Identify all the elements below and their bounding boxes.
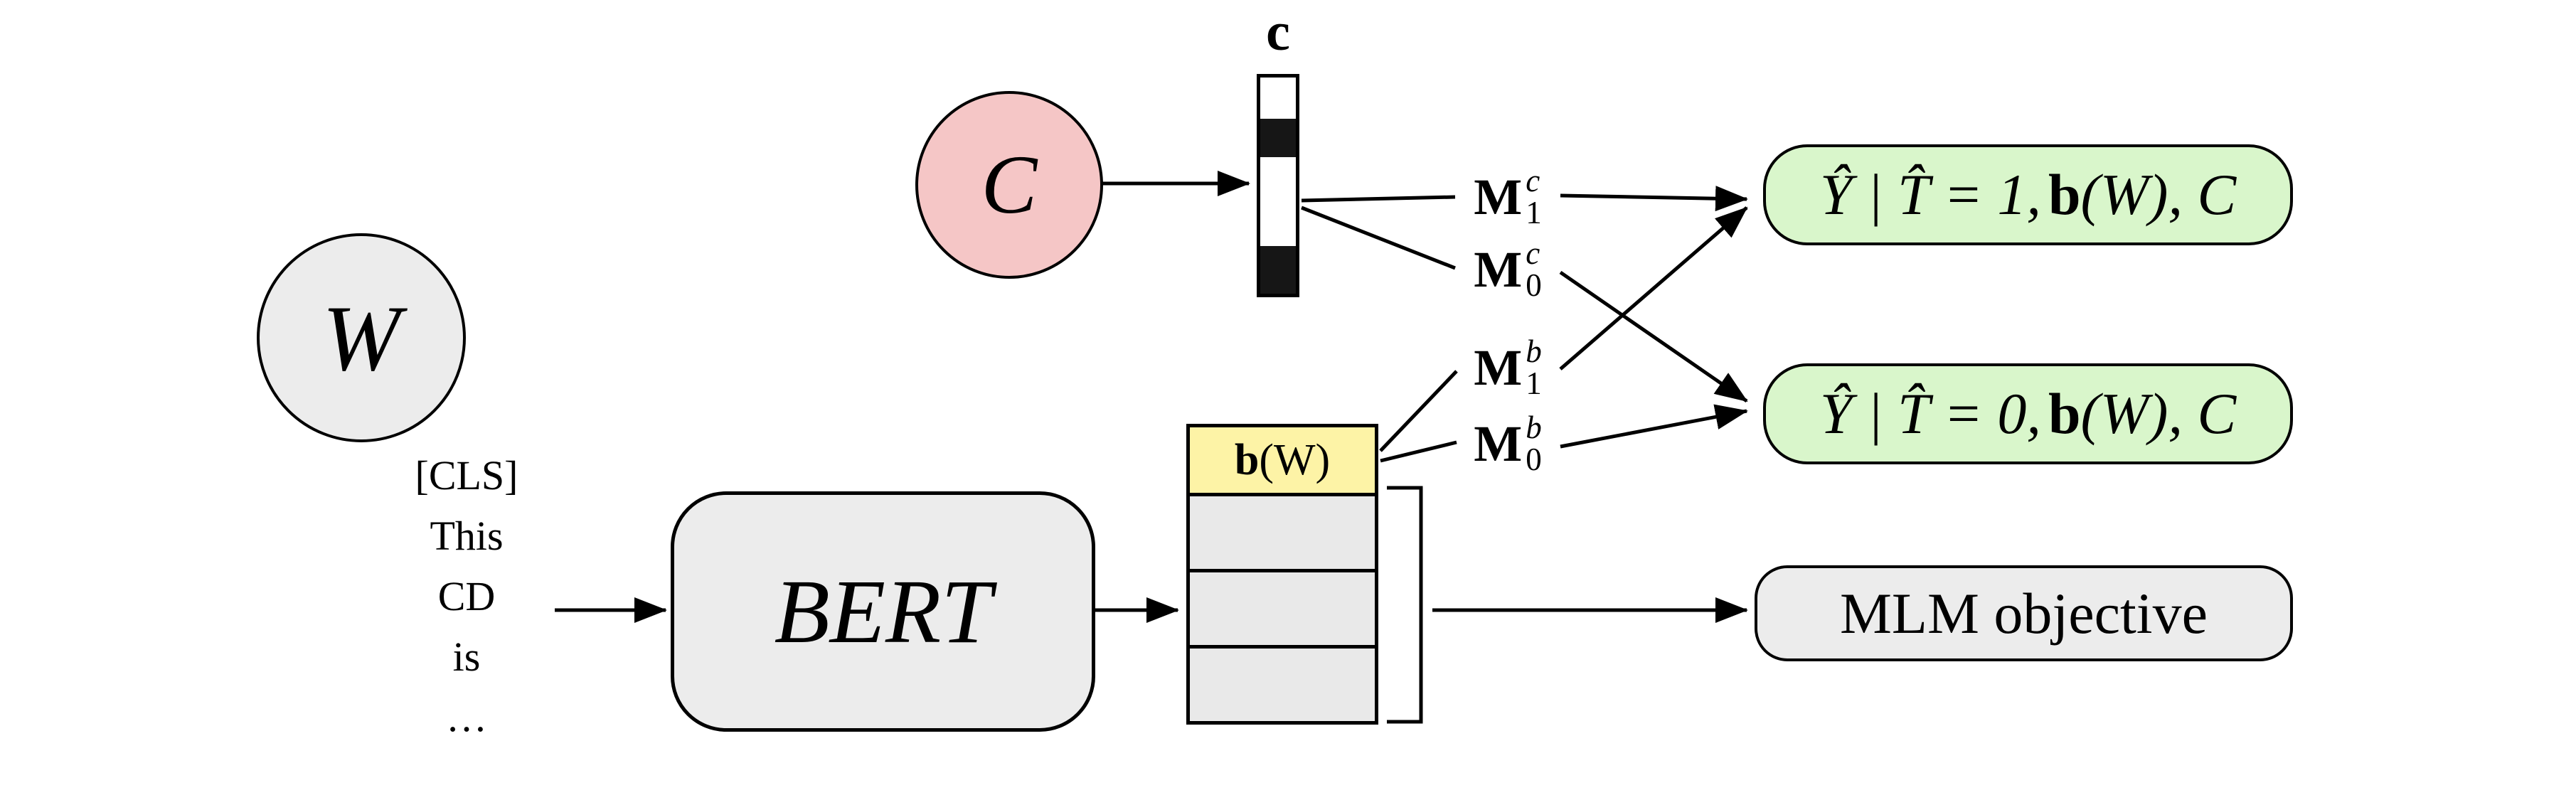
matrix-label-scripts: b 0	[1526, 412, 1542, 476]
outcome-box-t1: Ŷ | T̂ = 1,b(W), C	[1763, 144, 2293, 245]
matrix-label-base: M	[1474, 168, 1523, 225]
c-vector-segment	[1260, 118, 1296, 158]
outcome-box-t0: Ŷ | T̂ = 0,b(W), C	[1763, 363, 2293, 464]
arrow-mc0-to-outcome-t0	[1559, 270, 1748, 403]
outcome-t1-post: (W), C	[2080, 162, 2237, 227]
embedding-row	[1190, 496, 1375, 572]
embedding-row	[1190, 572, 1375, 649]
bert-box: BERT	[671, 491, 1095, 732]
c-vector-label: c	[1266, 2, 1290, 62]
token-ellipsis: …	[446, 694, 487, 740]
token-is: is	[452, 634, 481, 680]
arrow-mc1-to-outcome-t1	[1560, 186, 1748, 212]
matrix-label-base: M	[1474, 338, 1523, 396]
edge-bw-to-mb1	[1379, 370, 1458, 452]
matrix-label-scripts: b 1	[1526, 336, 1542, 400]
bw-label-rest: (W)	[1259, 435, 1331, 484]
bracket	[1387, 486, 1423, 724]
matrix-label-sub: 1	[1526, 366, 1542, 401]
outcome-t0-post: (W), C	[2080, 381, 2237, 446]
matrix-label-scripts: c 0	[1526, 238, 1542, 302]
matrix-label-sub: 0	[1526, 267, 1542, 303]
mlm-objective-label: MLM objective	[1840, 580, 2208, 646]
outcome-t1-pre: Ŷ | T̂ = 1,	[1819, 162, 2041, 227]
outcome-t0-pre: Ŷ | T̂ = 0,	[1819, 381, 2041, 446]
embedding-row	[1190, 649, 1375, 721]
matrix-label-sub: 0	[1526, 442, 1542, 477]
embedding-stack: b(W)	[1186, 424, 1378, 725]
w-node: W	[257, 233, 466, 442]
mlm-objective-box: MLM objective	[1755, 565, 2293, 661]
c-node-label: C	[981, 138, 1038, 231]
c-vector-segment	[1260, 246, 1296, 294]
edge-cvector-to-mc1	[1301, 195, 1456, 203]
c-vector-segment	[1260, 78, 1296, 119]
outcome-t0-bold-b: b	[2048, 381, 2081, 446]
token-list: [CLS] This CD is …	[363, 445, 570, 747]
matrix-label-scripts: c 1	[1526, 165, 1542, 229]
bw-embedding-cell: b(W)	[1190, 427, 1375, 496]
c-node: C	[915, 91, 1103, 279]
matrix-label-sup: c	[1526, 235, 1540, 271]
arrow-mb1-to-outcome-t1	[1559, 206, 1748, 370]
arrow-mb0-to-outcome-t0	[1560, 404, 1748, 449]
matrix-label-mb1: M b 1	[1474, 336, 1541, 400]
edge-cvector-to-mc0	[1301, 206, 1456, 270]
matrix-label-mc1: M c 1	[1474, 165, 1541, 229]
matrix-label-sup: b	[1526, 334, 1542, 369]
outcome-t1-bold-b: b	[2048, 162, 2081, 227]
w-node-label: W	[322, 285, 400, 390]
token-cls: [CLS]	[415, 452, 518, 498]
c-vector	[1257, 74, 1299, 297]
matrix-label-sup: b	[1526, 410, 1542, 445]
matrix-label-sup: c	[1526, 163, 1540, 198]
matrix-label-base: M	[1474, 415, 1523, 472]
bw-label-bold: b	[1234, 435, 1260, 484]
matrix-label-base: M	[1474, 240, 1523, 298]
edge-bw-to-mb0	[1380, 440, 1457, 463]
token-cd: CD	[437, 573, 496, 619]
matrix-label-sub: 1	[1526, 195, 1542, 230]
c-vector-segment	[1260, 157, 1296, 247]
matrix-label-mc0: M c 0	[1474, 238, 1541, 302]
bert-label: BERT	[774, 560, 992, 662]
matrix-label-mb0: M b 0	[1474, 412, 1541, 476]
token-this: This	[430, 513, 504, 559]
